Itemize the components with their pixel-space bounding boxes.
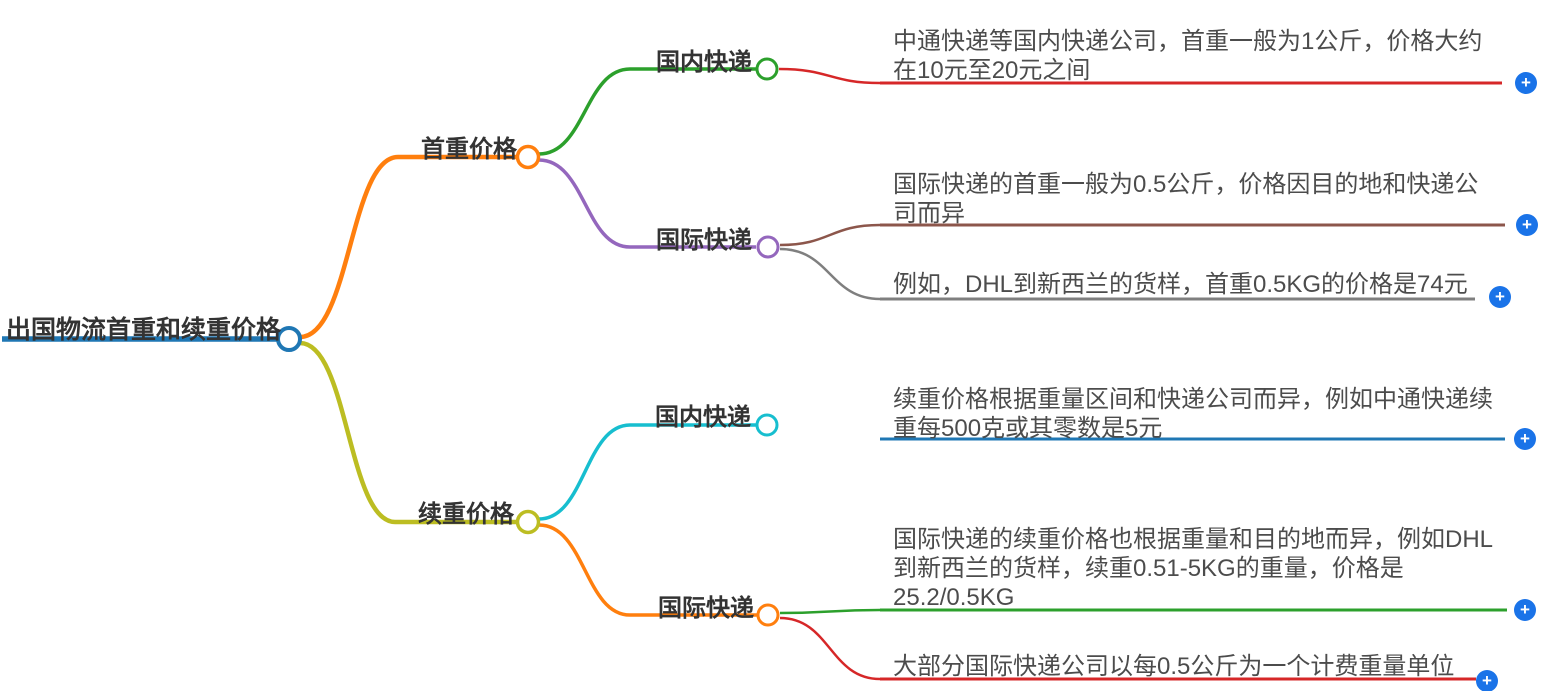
circle-root[interactable] — [276, 326, 302, 352]
add-node-button-leaf-6[interactable]: + — [1476, 670, 1498, 691]
link-first-weight-to-domestic — [538, 67, 631, 156]
circle-cont-international[interactable] — [756, 603, 780, 627]
circle-first-domestic[interactable] — [755, 57, 779, 81]
node-underlines — [2, 67, 1507, 681]
leaf-2-text: 国际快递的首重一般为0.5公斤，价格因目的地和快递公 司而异 — [893, 170, 1478, 228]
link-to-leaf-4 — [779, 425, 880, 439]
first-weight-label-text: 首重价格 — [421, 136, 517, 163]
link-to-leaf-6 — [779, 616, 881, 681]
leaf-4-line-2: 重每500克或其零数是5元 — [893, 415, 1163, 442]
leaf-5-text: 国际快递的续重价格也根据重量和目的地而异，例如DHL 到新西兰的货样，续重0.5… — [893, 525, 1493, 612]
link-to-leaf-1 — [778, 67, 881, 85]
link-to-leaf-2 — [779, 223, 881, 247]
node-first-weight-label: 首重价格 — [421, 129, 517, 164]
plus-icon: + — [1521, 72, 1531, 92]
leaf-5-line-2: 到新西兰的货样，续重0.51-5KG的重量，价格是 — [893, 555, 1404, 582]
circle-first-weight[interactable] — [515, 144, 541, 170]
node-cont-weight-label: 续重价格 — [418, 494, 514, 529]
leaf-2-line-1: 国际快递的首重一般为0.5公斤，价格因目的地和快递公 — [893, 171, 1479, 198]
plus-icon: + — [1522, 214, 1532, 234]
node-circles — [276, 57, 780, 627]
leaf-3-line-1: 例如，DHL到新西兰的货样，首重0.5KG的价格是74元 — [893, 271, 1468, 298]
circle-cont-domestic[interactable] — [755, 413, 779, 437]
root-label-text: 出国物流首重和续重价格 — [6, 316, 282, 344]
leaf-3-text: 例如，DHL到新西兰的货样，首重0.5KG的价格是74元 — [893, 270, 1468, 299]
node-first-domestic-label: 国内快递 — [656, 42, 752, 77]
circle-cont-weight[interactable] — [515, 509, 541, 535]
leaf-6-line-1: 大部分国际快递公司以每0.5公斤为一个计费重量单位 — [893, 653, 1455, 680]
plus-icon: + — [1520, 428, 1530, 448]
leaf-5-line-1: 国际快递的续重价格也根据重量和目的地而异，例如DHL — [893, 526, 1494, 553]
cont-domestic-label-text: 国内快递 — [655, 404, 751, 431]
plus-icon: + — [1520, 599, 1530, 619]
leaf-4-line-1: 续重价格根据重量区间和快递公司而异，例如中通快递续 — [893, 386, 1493, 413]
first-international-label-text: 国际快递 — [656, 227, 752, 254]
leaf-1-line-1: 中通快递等国内快递公司，首重一般为1公斤，价格大约 — [893, 28, 1483, 55]
leaf-4-text: 续重价格根据重量区间和快递公司而异，例如中通快递续 重每500克或其零数是5元 — [893, 385, 1493, 443]
node-cont-international-label: 国际快递 — [658, 588, 754, 623]
leaf-1-text: 中通快递等国内快递公司，首重一般为1公斤，价格大约 在10元至20元之间 — [893, 27, 1482, 85]
add-node-button-leaf-3[interactable]: + — [1489, 286, 1511, 308]
link-root-to-first-weight — [299, 154, 399, 340]
add-node-button-leaf-1[interactable]: + — [1515, 72, 1537, 94]
add-node-button-leaf-2[interactable]: + — [1516, 214, 1538, 236]
mindmap-links — [299, 67, 881, 681]
add-node-button-leaf-4[interactable]: + — [1514, 428, 1536, 450]
link-root-to-cont-weight — [299, 340, 396, 525]
add-node-button-leaf-5[interactable]: + — [1514, 599, 1536, 621]
node-root-label: 出国物流首重和续重价格 — [6, 310, 281, 346]
leaf-6-text: 大部分国际快递公司以每0.5公斤为一个计费重量单位 — [893, 652, 1454, 681]
link-cont-weight-to-domestic — [538, 423, 631, 521]
plus-icon: + — [1495, 286, 1505, 306]
circle-first-international[interactable] — [756, 235, 780, 259]
link-to-leaf-5 — [779, 608, 881, 615]
link-first-weight-to-international — [538, 158, 631, 249]
leaf-5-line-3: 25.2/0.5KG — [893, 584, 1015, 611]
first-domestic-label-text: 国内快递 — [656, 49, 752, 76]
cont-weight-label-text: 续重价格 — [418, 501, 514, 528]
node-first-international-label: 国际快递 — [656, 220, 752, 255]
leaf-2-line-2: 司而异 — [893, 200, 965, 227]
leaf-1-line-2: 在10元至20元之间 — [893, 57, 1091, 84]
link-to-leaf-3 — [779, 247, 881, 301]
cont-international-label-text: 国际快递 — [658, 595, 754, 622]
node-cont-domestic-label: 国内快递 — [655, 397, 751, 432]
plus-icon: + — [1482, 670, 1492, 690]
link-cont-weight-to-international — [538, 523, 631, 617]
